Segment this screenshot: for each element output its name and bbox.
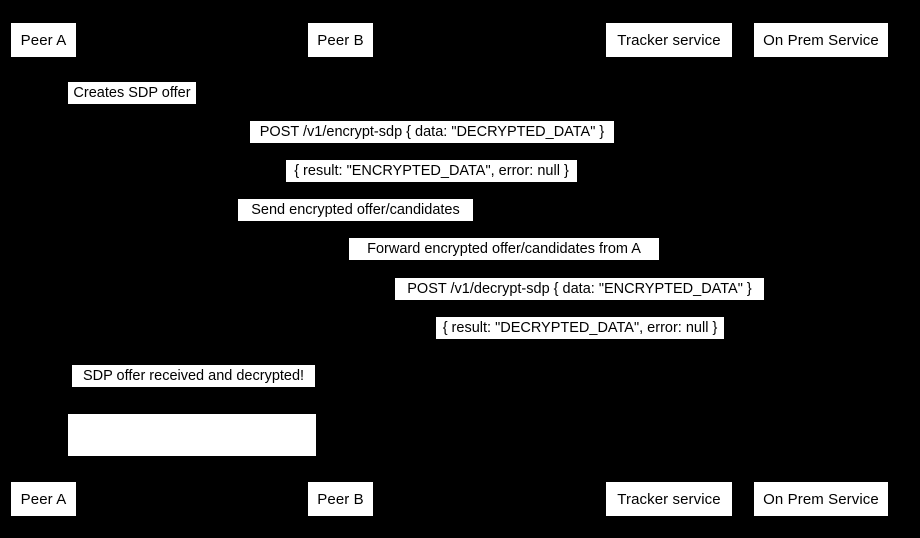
participant-header-peer-b-label: Peer B xyxy=(317,31,364,49)
message-label-create-sdp-answer: Create SDP answer and send to An using t… xyxy=(68,414,316,528)
participant-header-peer-b[interactable]: Peer B xyxy=(307,22,374,58)
arrow-creates-sdp-offer xyxy=(43,110,83,111)
participant-header-peer-a[interactable]: Peer A xyxy=(10,22,77,58)
message-label-post-encrypt-sdp: POST /v1/encrypt-sdp { data: "DECRYPTED_… xyxy=(250,121,614,143)
participant-header-tracker-service[interactable]: Tracker service xyxy=(605,22,733,58)
message-label-send-encrypted-offer: Send encrypted offer/candidates xyxy=(238,199,473,221)
arrow-forward-encrypted-offer xyxy=(340,266,669,267)
message-label-forward-encrypted-offer: Forward encrypted offer/candidates from … xyxy=(349,238,659,260)
arrow-send-encrypted-offer xyxy=(43,227,669,228)
participant-header-on-prem-service-label: On Prem Service xyxy=(763,31,879,49)
participant-footer-peer-b[interactable]: Peer B xyxy=(307,481,374,517)
lifeline-peer-a xyxy=(43,58,44,481)
participant-footer-on-prem-service-label: On Prem Service xyxy=(763,490,879,508)
participant-footer-peer-b-label: Peer B xyxy=(317,490,364,508)
message-label-encrypted-result: { result: "ENCRYPTED_DATA", error: null … xyxy=(286,160,577,182)
participant-footer-peer-a-label: Peer A xyxy=(20,490,67,508)
participant-footer-tracker-service-label: Tracker service xyxy=(617,490,721,508)
participant-header-tracker-service-label: Tracker service xyxy=(617,31,721,49)
participant-header-peer-a-label: Peer A xyxy=(20,31,67,49)
participant-footer-on-prem-service[interactable]: On Prem Service xyxy=(753,481,889,517)
arrow-encrypted-result xyxy=(43,188,821,189)
participant-footer-tracker-service[interactable]: Tracker service xyxy=(605,481,733,517)
message-label-post-decrypt-sdp: POST /v1/decrypt-sdp { data: "ENCRYPTED_… xyxy=(395,278,764,300)
message-label-decrypted-result: { result: "DECRYPTED_DATA", error: null … xyxy=(436,317,724,339)
participant-header-on-prem-service[interactable]: On Prem Service xyxy=(753,22,889,58)
lifeline-peer-b xyxy=(340,58,341,481)
arrow-post-decrypt-sdp xyxy=(340,305,821,306)
lifeline-tracker-service xyxy=(669,58,670,481)
arrow-post-encrypt-sdp xyxy=(43,149,821,150)
arrow-create-sdp-answer xyxy=(43,462,340,463)
message-label-sdp-offer-received: SDP offer received and decrypted! xyxy=(72,365,315,387)
arrow-decrypted-result xyxy=(340,344,821,345)
message-label-creates-sdp-offer: Creates SDP offer xyxy=(68,82,196,104)
arrow-sdp-offer-received xyxy=(340,393,380,394)
lifeline-on-prem-service xyxy=(821,58,822,481)
message-label-create-sdp-answer-line-2: using the same mechanism xyxy=(103,512,281,528)
participant-footer-peer-a[interactable]: Peer A xyxy=(10,481,77,517)
message-label-create-sdp-answer-line-1: Create SDP answer and send to An xyxy=(77,455,307,471)
